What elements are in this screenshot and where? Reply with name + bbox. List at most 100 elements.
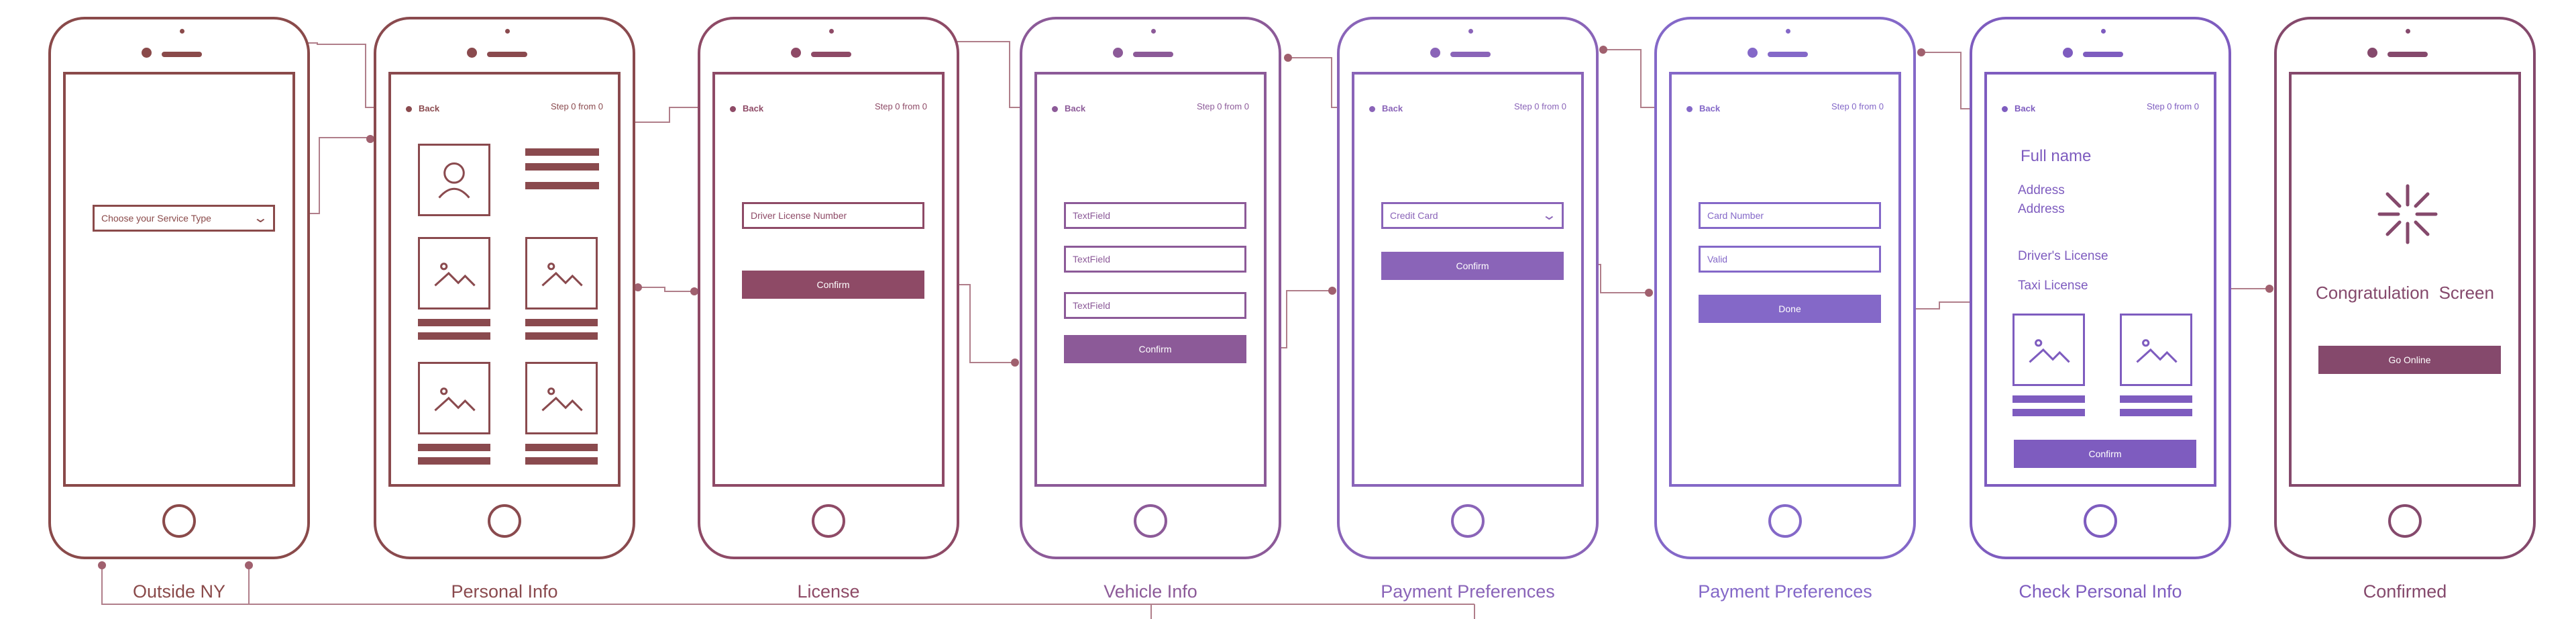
camera	[1430, 48, 1440, 58]
camera	[142, 48, 152, 58]
confirm-button[interactable]: Confirm	[742, 271, 924, 299]
text-placeholder	[2120, 409, 2192, 416]
phone-check-personal-info: Back Step 0 from 0 Full name Address Add…	[1970, 17, 2231, 559]
chevron-down-icon: ⌄	[1541, 208, 1558, 223]
service-type-dropdown[interactable]: Choose your Service Type ⌄	[93, 205, 275, 232]
text-placeholder	[525, 319, 598, 326]
screen-title-confirmed: Confirmed	[2363, 581, 2447, 602]
home-button[interactable]	[162, 504, 196, 538]
image-icon	[434, 387, 476, 412]
speaker	[1768, 52, 1808, 57]
done-button[interactable]: Done	[1699, 295, 1881, 323]
service-type-label: Choose your Service Type	[101, 213, 211, 224]
sensor-dot	[505, 29, 510, 34]
image-placeholder	[418, 362, 490, 434]
valid-field[interactable]: Valid	[1699, 246, 1881, 273]
confirm-button[interactable]: Confirm	[1381, 252, 1564, 280]
phone-outside-ny: Choose your Service Type ⌄	[48, 17, 310, 559]
address-line-2: Address	[2018, 202, 2065, 216]
driver-license-number-field[interactable]: Driver License Number	[742, 202, 924, 229]
home-button[interactable]	[488, 504, 521, 538]
camera	[2063, 48, 2073, 58]
go-online-button[interactable]: Go Online	[2318, 346, 2501, 374]
image-placeholder	[525, 237, 598, 310]
image-placeholder	[525, 362, 598, 434]
address-line-1: Address	[2018, 183, 2065, 197]
screen: Back Step 0 from 0 Credit Card ⌄ Confirm	[1352, 72, 1584, 487]
sensor-dot	[180, 29, 184, 34]
image-placeholder	[2012, 314, 2085, 386]
screen: Back Step 0 from 0 Driver License Number…	[712, 72, 945, 487]
text-placeholder	[525, 332, 598, 340]
image-icon	[541, 263, 583, 287]
screen: Congratulation Screen Go Online	[2289, 72, 2521, 487]
speaker	[487, 52, 527, 57]
dropdown-value: Credit Card	[1390, 210, 1438, 221]
home-button[interactable]	[1768, 504, 1802, 538]
speaker	[1133, 52, 1173, 57]
camera	[1113, 48, 1123, 58]
screen-title-payment-preferences-2: Payment Preferences	[1698, 581, 1872, 602]
camera	[467, 48, 477, 58]
field-placeholder: Card Number	[1707, 210, 1764, 221]
card-number-field[interactable]: Card Number	[1699, 202, 1881, 229]
screen-title-vehicle-info: Vehicle Info	[1104, 581, 1197, 602]
back-link[interactable]: Back	[1686, 103, 1720, 113]
home-button[interactable]	[2388, 504, 2422, 538]
back-link[interactable]: Back	[730, 103, 763, 113]
field-placeholder: TextField	[1073, 300, 1111, 311]
step-indicator: Step 0 from 0	[1831, 101, 1884, 111]
payment-method-dropdown[interactable]: Credit Card ⌄	[1381, 202, 1564, 229]
text-field[interactable]: TextField	[1064, 292, 1246, 319]
field-placeholder: Valid	[1707, 254, 1728, 265]
home-button[interactable]	[1451, 504, 1485, 538]
user-icon	[438, 162, 470, 199]
phone-vehicle-info: Back Step 0 from 0 TextField TextField T…	[1020, 17, 1281, 559]
taxi-license: Taxi License	[2018, 279, 2088, 293]
text-placeholder	[525, 444, 598, 451]
sensor-dot	[2406, 29, 2410, 34]
home-button[interactable]	[1134, 504, 1167, 538]
text-placeholder	[2120, 395, 2192, 403]
text-placeholder	[525, 148, 599, 156]
confirm-button[interactable]: Confirm	[2014, 440, 2196, 468]
screen-title-license: License	[797, 581, 860, 602]
field-placeholder: Driver License Number	[751, 210, 847, 221]
phone-payment-preferences-card: Back Step 0 from 0 Card Number Valid Don…	[1654, 17, 1916, 559]
step-indicator: Step 0 from 0	[2146, 101, 2199, 111]
confirm-button[interactable]: Confirm	[1064, 335, 1246, 363]
sensor-dot	[1151, 29, 1156, 34]
screen: Back Step 0 from 0 Full name Address Add…	[1984, 72, 2216, 487]
speaker	[162, 52, 202, 57]
text-field[interactable]: TextField	[1064, 202, 1246, 229]
back-link[interactable]: Back	[406, 103, 439, 113]
speaker	[811, 52, 851, 57]
home-button[interactable]	[812, 504, 845, 538]
text-placeholder	[525, 182, 599, 189]
phone-license: Back Step 0 from 0 Driver License Number…	[698, 17, 959, 559]
screen-title-check-personal-info: Check Personal Info	[2019, 581, 2182, 602]
text-placeholder	[2012, 395, 2085, 403]
screen: Back Step 0 from 0 TextField TextField T…	[1034, 72, 1267, 487]
sensor-dot	[1786, 29, 1790, 34]
text-placeholder	[418, 332, 490, 340]
avatar-placeholder	[418, 144, 490, 216]
phone-personal-info: Back Step 0 from 0	[374, 17, 635, 559]
back-link[interactable]: Back	[1369, 103, 1403, 113]
text-placeholder	[418, 457, 490, 465]
back-link[interactable]: Back	[2002, 103, 2035, 113]
screen: Back Step 0 from 0 Card Number Valid Don…	[1669, 72, 1901, 487]
home-button[interactable]	[2084, 504, 2117, 538]
speaker	[2387, 52, 2428, 57]
step-indicator: Step 0 from 0	[1513, 101, 1566, 111]
speaker	[1450, 52, 1491, 57]
sensor-dot	[829, 29, 834, 34]
text-field[interactable]: TextField	[1064, 246, 1246, 273]
image-placeholder	[2120, 314, 2192, 386]
screen: Back Step 0 from 0	[388, 72, 621, 487]
back-link[interactable]: Back	[1052, 103, 1085, 113]
screen-title-payment-preferences: Payment Preferences	[1381, 581, 1555, 602]
speaker	[2083, 52, 2123, 57]
image-icon	[541, 387, 583, 412]
